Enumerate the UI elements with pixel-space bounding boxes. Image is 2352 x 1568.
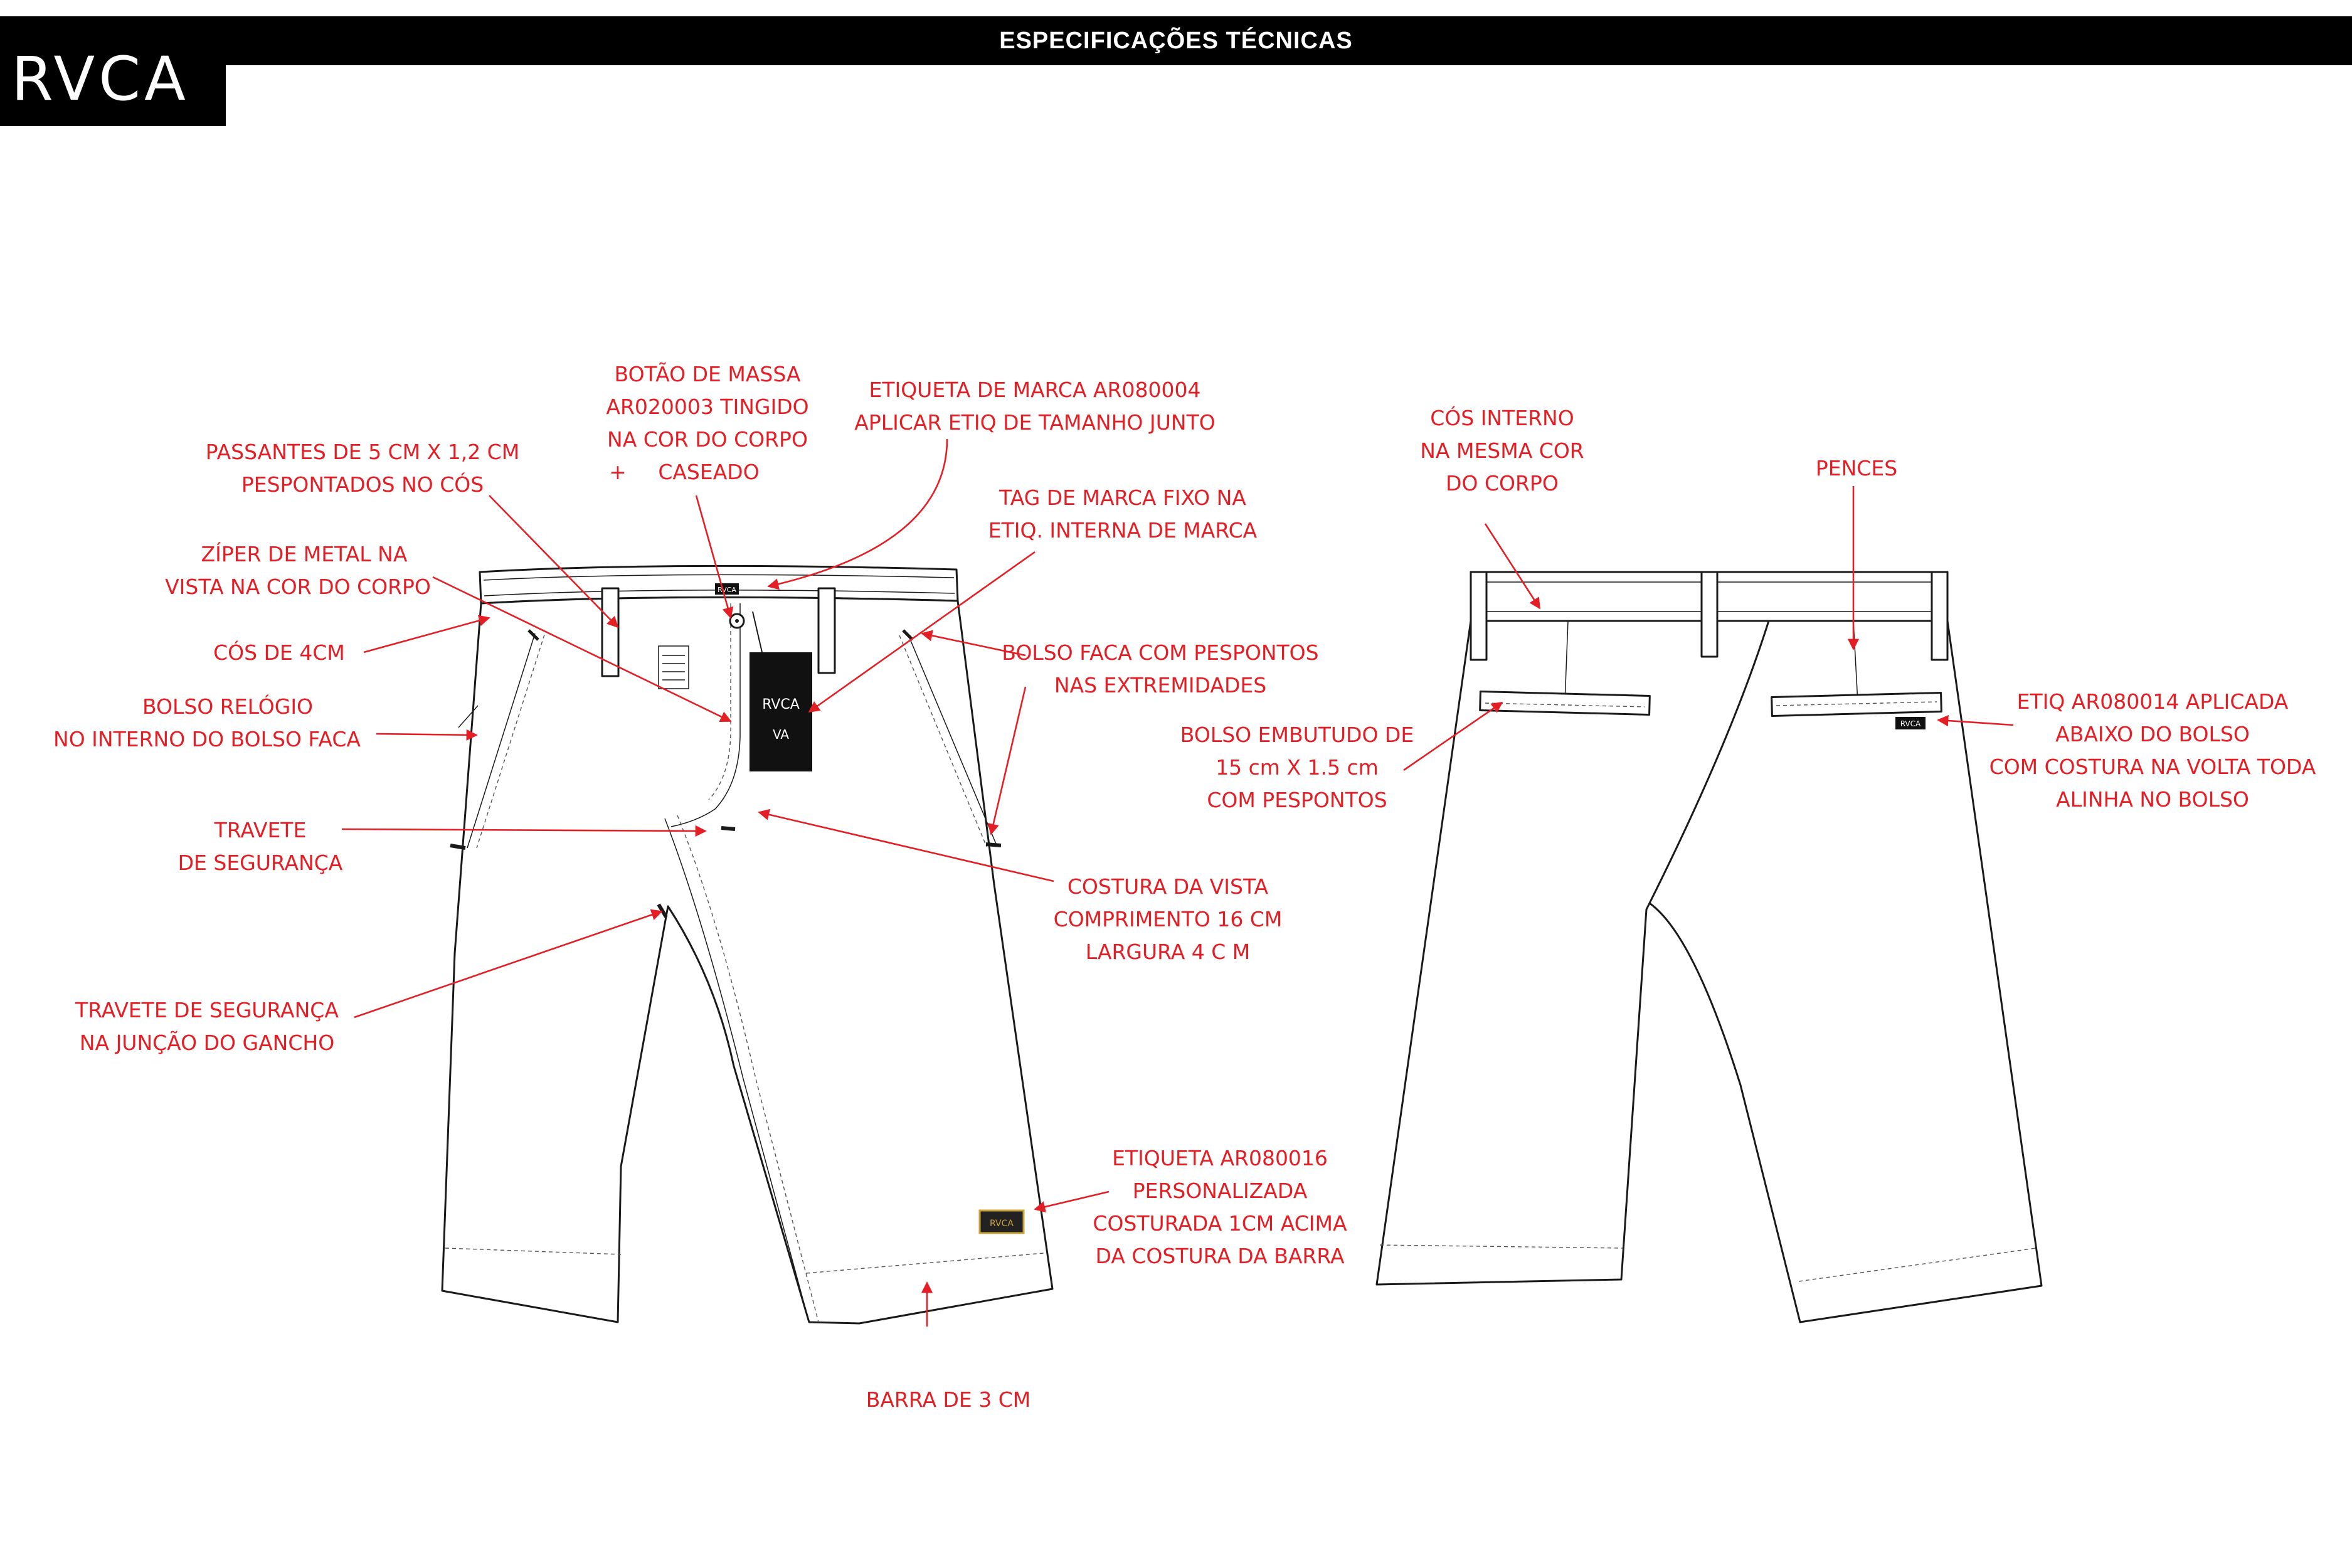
front-body <box>441 596 1054 1325</box>
label-cos-interno-3: DO CORPO <box>1446 471 1559 495</box>
label-travete-gancho-1: TRAVETE DE SEGURANÇA <box>75 998 339 1022</box>
label-etiqueta-marca-1: ETIQUETA DE MARCA AR080004 <box>869 378 1200 402</box>
hang-tag-brand: RVCA <box>762 697 800 712</box>
label-etiq-bolso-4: ALINHA NO BOLSO <box>2056 787 2249 812</box>
label-travete-2: DE SEGURANÇA <box>178 850 343 875</box>
label-pences: PENCES <box>1816 456 1897 480</box>
label-travete-gancho-2: NA JUNÇÃO DO GANCHO <box>80 1030 334 1055</box>
label-costura-vista-3: LARGURA 4 C M <box>1086 940 1251 964</box>
label-etiqueta-barra-1: ETIQUETA AR080016 <box>1112 1146 1328 1170</box>
label-bolso-embutido-2: 15 cm X 1.5 cm <box>1216 755 1379 780</box>
bartack-right <box>985 842 1002 847</box>
label-barra: BARRA DE 3 CM <box>866 1387 1031 1412</box>
label-etiq-bolso-3: COM COSTURA NA VOLTA TODA <box>1989 755 2316 779</box>
label-etiqueta-barra-3: COSTURADA 1CM ACIMA <box>1093 1211 1347 1236</box>
left-dart <box>1564 620 1569 703</box>
label-bolso-relogio-2: NO INTERNO DO BOLSO FACA <box>53 727 361 751</box>
brand-logo: RVCA <box>0 16 226 126</box>
right-welt-pocket <box>1771 691 1942 718</box>
label-costura-vista-2: COMPRIMENTO 16 CM <box>1054 907 1283 931</box>
label-passantes-2: PESPONTADOS NO CÓS <box>241 472 484 497</box>
back-belt-loop-2 <box>1700 571 1719 658</box>
label-etiqueta-marca-2: APLICAR ETIQ DE TAMANHO JUNTO <box>854 410 1215 435</box>
bartack-fly <box>721 826 736 831</box>
belt-loop-2 <box>817 587 836 674</box>
hang-tag-mark: VA <box>773 727 789 742</box>
label-etiq-bolso-1: ETIQ AR080014 APLICADA <box>2017 689 2289 714</box>
back-belt-loop-3 <box>1931 571 1949 661</box>
label-passantes-1: PASSANTES DE 5 CM X 1,2 CM <box>206 440 519 464</box>
label-botao-3: NA COR DO CORPO <box>607 427 808 452</box>
front-shorts: RVCA RVCA VA RVCA <box>441 564 1054 1325</box>
label-botao-1: BOTÃO DE MASSA <box>615 362 801 386</box>
hang-tag <box>750 652 812 771</box>
label-botao-2: AR020003 TINGIDO <box>606 395 808 419</box>
hem-label-text: RVCA <box>990 1219 1014 1229</box>
label-costura-vista-1: COSTURA DA VISTA <box>1067 874 1269 899</box>
header-bar <box>0 16 2352 65</box>
back-body <box>1375 620 2043 1323</box>
back-pocket-label-text: RVCA <box>1900 719 1921 728</box>
label-bolso-relogio-1: BOLSO RELÓGIO <box>142 694 313 719</box>
page-title: ESPECIFICAÇÕES TÉCNICAS <box>999 28 1353 54</box>
annotation-arrows <box>341 438 2014 1327</box>
label-bolso-faca-2: NAS EXTREMIDADES <box>1054 673 1266 697</box>
label-tag-marca-1: TAG DE MARCA FIXO NA <box>999 485 1246 510</box>
left-slash-pocket <box>467 633 536 849</box>
label-cos-interno-2: NA MESMA COR <box>1420 438 1584 463</box>
label-bolso-faca-1: BOLSO FACA COM PESPONTOS <box>1002 640 1318 665</box>
label-tag-marca-2: ETIQ. INTERNA DE MARCA <box>988 518 1258 543</box>
brand-logo-text: RVCA <box>11 44 189 114</box>
label-etiqueta-barra-2: PERSONALIZADA <box>1133 1179 1308 1203</box>
label-etiqueta-barra-4: DA COSTURA DA BARRA <box>1095 1244 1344 1268</box>
back-belt-loop-1 <box>1470 571 1488 661</box>
back-shorts: RVCA <box>1375 571 2043 1323</box>
right-slash-pocket <box>908 634 998 847</box>
label-botao-plus: + <box>609 460 627 484</box>
label-travete-1: TRAVETE <box>214 818 307 842</box>
hem-label <box>978 1209 1025 1234</box>
waist-label-text: RVCA <box>718 586 736 594</box>
label-etiq-bolso-2: ABAIXO DO BOLSO <box>2055 722 2250 746</box>
label-botao-4: CASEADO <box>658 460 759 484</box>
care-label <box>658 645 689 689</box>
left-welt-pocket <box>1479 690 1651 716</box>
label-cos-interno-1: CÓS INTERNO <box>1430 405 1574 430</box>
label-bolso-embutido-1: BOLSO EMBUTUDO DE <box>1180 723 1414 747</box>
label-ziper-2: VISTA NA COR DO CORPO <box>165 575 431 599</box>
fly-stitching <box>670 603 741 827</box>
back-pocket-label <box>1895 717 1926 729</box>
belt-loop-1 <box>601 587 620 677</box>
label-cos: CÓS DE 4CM <box>213 640 345 665</box>
annotation-labels: BOTÃO DE MASSA AR020003 TINGIDO NA COR D… <box>53 362 2316 1412</box>
label-bolso-embutido-3: COM PESPONTOS <box>1207 788 1387 812</box>
label-ziper-1: ZÍPER DE METAL NA <box>201 541 408 566</box>
bartack-left <box>450 844 466 850</box>
